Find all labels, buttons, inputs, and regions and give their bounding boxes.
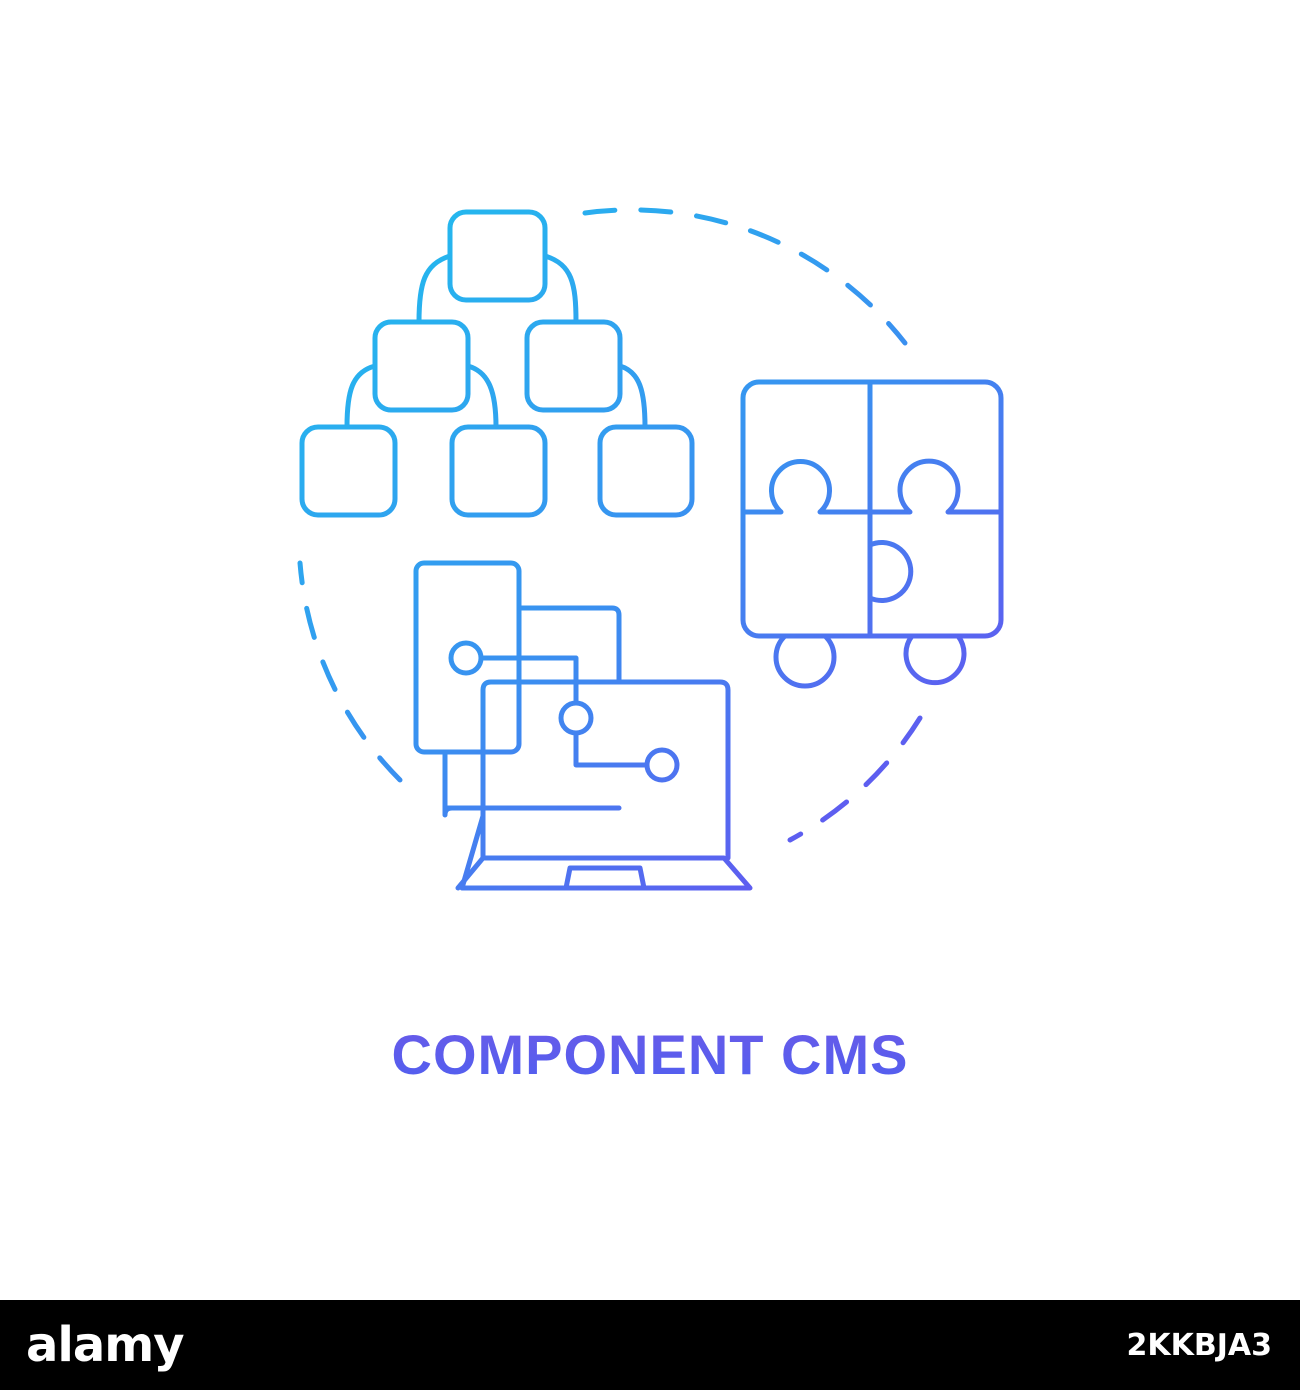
artboard: COMPONENT CMS: [0, 207, 1300, 1088]
devices-network-icon: [413, 560, 753, 891]
image-id: 2KKBJA3: [1126, 1328, 1273, 1363]
stock-watermark-bar: alamy 2KKBJA3: [0, 1300, 1300, 1390]
concept-illustration: [297, 207, 1004, 891]
puzzle-icon: [740, 379, 1004, 689]
caption-title: COMPONENT CMS: [0, 1022, 1300, 1088]
hierarchy-chart-icon: [299, 209, 695, 518]
alamy-logo: alamy: [26, 1317, 185, 1373]
dashed-circle-ring: [297, 207, 923, 843]
